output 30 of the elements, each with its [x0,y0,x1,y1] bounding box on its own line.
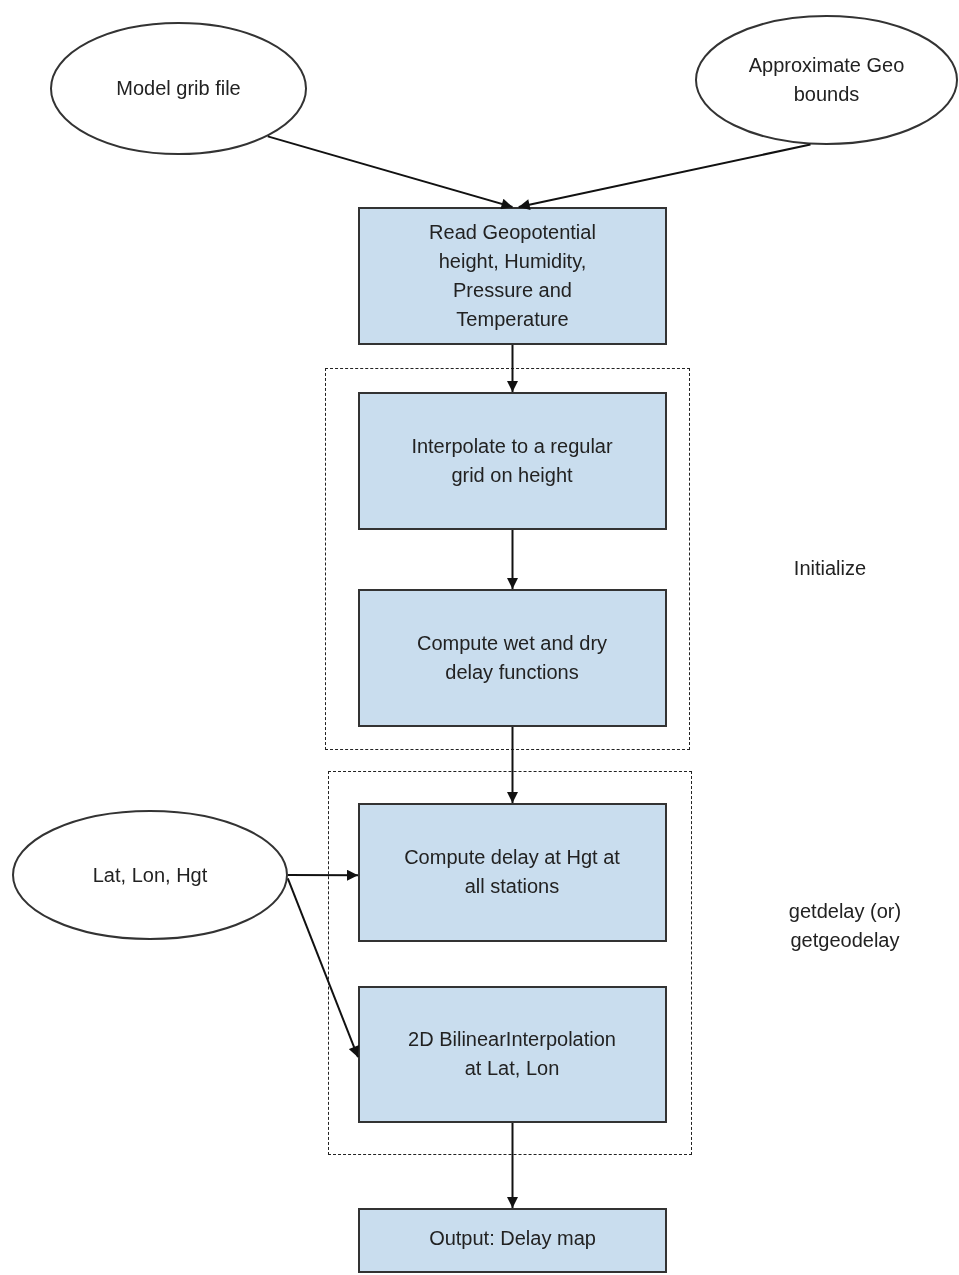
node-label: Interpolate to a regular grid on height [410,433,614,488]
process-box [357,985,667,1123]
input-ellipse [695,15,958,145]
arrow [507,529,518,590]
arrow [507,726,518,804]
process-box [357,391,667,530]
arrow [287,869,359,881]
arrow [266,135,514,210]
input-ellipse [50,22,307,155]
process-box [358,1208,667,1273]
node-label: Lat, Lon, Hgt [92,862,208,888]
dashed-group-box [328,771,692,1155]
node-label: Model grib file [116,76,241,101]
node-label: Compute delay at Hgt at all stations [403,845,621,899]
arrow [507,344,518,393]
group-label: Initialize [792,556,868,581]
arrow [286,877,360,1059]
process-box [357,802,667,942]
process-box [358,207,667,345]
node-label: Read Geopotential height, Humidity, Pressure and Temperature [428,220,597,332]
node-label: 2D BilinearInterpolation at Lat, Lon [407,1027,617,1081]
arrow [517,143,812,211]
node-label: Approximate Geo bounds [747,53,906,107]
group-label: getdelay (or) getgeodelay [787,899,903,953]
input-ellipse [12,810,288,940]
node-label: Output: Delay map [429,1226,596,1251]
node-label: Compute wet and dry delay functions [415,630,609,685]
dashed-group-box [325,368,690,750]
arrow [507,1122,518,1209]
process-box [357,588,667,727]
